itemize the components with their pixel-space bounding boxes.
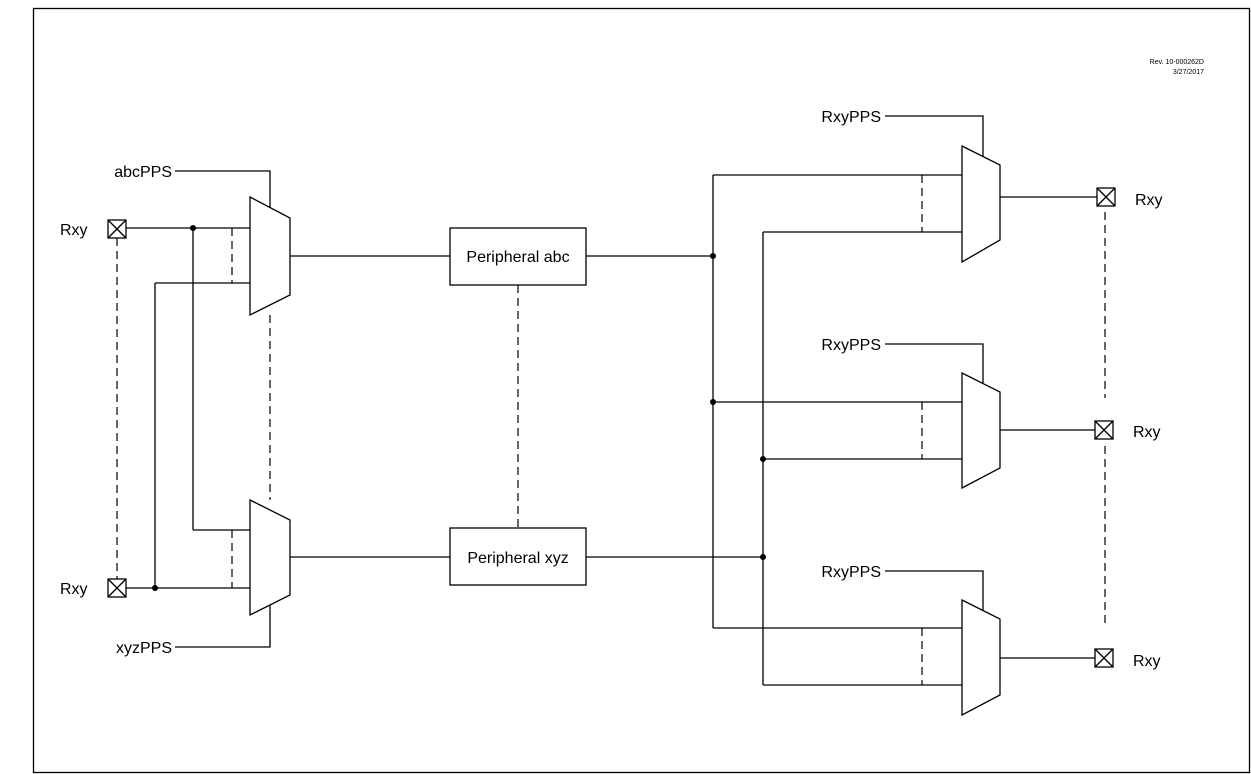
output-3-pin-label: Rxy <box>1133 653 1161 670</box>
output-1-pin-label: Rxy <box>1135 192 1163 209</box>
left-pin-top-label: Rxy <box>60 222 88 239</box>
output-2-pin-icon <box>1094 420 1114 440</box>
output-1-control-line <box>885 115 984 156</box>
control-line-abcpps <box>175 170 271 207</box>
input-mux-xyz <box>249 498 291 617</box>
output-2-pin-label: Rxy <box>1133 424 1161 441</box>
diagram-frame <box>32 7 1251 774</box>
control-line-xyzpps <box>175 605 271 648</box>
left-input-wiring <box>126 225 250 591</box>
output-3-control-line <box>885 570 984 610</box>
control-label-xyzpps: xyzPPS <box>116 640 172 657</box>
left-pin-bottom-label: Rxy <box>60 581 88 598</box>
revision-number: Rev. 10-000262D <box>1150 59 1204 66</box>
output-3-pin-icon <box>1094 648 1114 668</box>
peripheral-abc-box <box>449 227 587 286</box>
peripheral-xyz-box <box>449 527 587 586</box>
control-label-abcpps: abcPPS <box>114 164 172 181</box>
input-mux-abc <box>249 195 291 317</box>
revision-date: 3/27/2017 <box>1173 69 1204 76</box>
output-mux-1 <box>961 144 1001 264</box>
left-pin-top-icon <box>107 219 127 239</box>
output-mux-3 <box>961 598 1001 717</box>
output-2-control-label: RxyPPS <box>821 337 881 354</box>
output-3-control-label: RxyPPS <box>821 564 881 581</box>
left-pin-bottom-icon <box>107 578 127 598</box>
output-1-pin-icon <box>1096 187 1116 207</box>
peripheral-xyz-label: Peripheral xyz <box>467 550 568 567</box>
output-bus-wiring <box>586 174 962 686</box>
output-1-control-label: RxyPPS <box>821 109 881 126</box>
peripheral-abc-label: Peripheral abc <box>466 249 569 266</box>
output-mux-2 <box>961 371 1001 490</box>
output-2-control-line <box>885 343 984 383</box>
